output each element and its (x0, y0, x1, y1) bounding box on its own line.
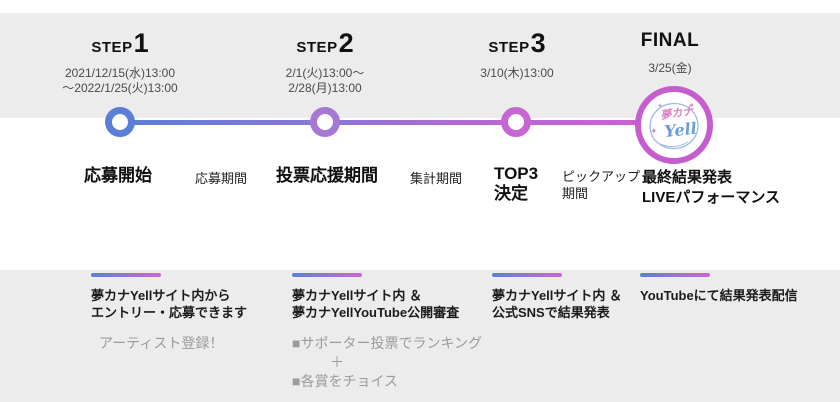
step1-title: STEP 1 (30, 30, 210, 57)
detail-column-step1: 夢カナYellサイト内から エントリー・応募できます アーティスト登録！ (91, 273, 247, 353)
logo-circle (649, 102, 699, 150)
step2-number: 2 (338, 28, 354, 58)
date-line: 2021/12/15(水)13:00 (64, 66, 176, 80)
phase-label-final-results: 最終結果発表 LIVEパフォーマンス (642, 169, 781, 206)
detail-note: アーティスト登録！ (99, 335, 224, 351)
step3-title: STEP 3 (427, 30, 607, 57)
detail-note: ■各賞をチョイス (292, 373, 399, 389)
timeline-node-final: 夢カナ Yell ✦ ✦ ✦ (635, 86, 713, 164)
final-label: FINAL (640, 30, 700, 51)
detail-accent-bar (91, 273, 161, 277)
logo-top-text: 夢カナ (660, 104, 695, 122)
step3-dates: 3/10(木)13:00 (427, 66, 607, 81)
step2-prefix: STEP (296, 39, 338, 56)
star-icon: ✦ (650, 126, 658, 136)
detail-text: YouTubeにて結果発表配信 (640, 288, 798, 303)
detail-text: 夢カナYellサイト内 ＆ 夢カナYellYouTube公開審査 (292, 288, 460, 320)
detail-notes: ■サポーター投票でランキング ＋ ■各賞をチョイス (292, 334, 482, 391)
date-line: 3/25(金) (648, 61, 692, 75)
detail-accent-bar (492, 273, 562, 277)
timeline-node-step1 (105, 107, 135, 137)
phase-label-entry-period: 応募期間 (195, 171, 248, 186)
bottom-band (0, 270, 840, 402)
step-column-1: STEP 1 2021/12/15(水)13:00 ～2022/1/25(火)1… (30, 30, 210, 96)
detail-note: ■サポーター投票でランキング (292, 335, 483, 351)
detail-column-final: YouTubeにて結果発表配信 (640, 273, 798, 304)
step1-prefix: STEP (91, 39, 133, 56)
detail-column-step3: 夢カナYellサイト内 ＆ 公式SNSで結果発表 (492, 273, 622, 321)
phase-label-tally-period: 集計期間 (410, 171, 463, 186)
timeline-node-step3 (501, 107, 531, 137)
detail-text: 夢カナYellサイト内から エントリー・応募できます (91, 288, 248, 320)
yell-logo: 夢カナ Yell ✦ ✦ ✦ (649, 101, 699, 150)
step2-dates: 2/1(火)13:00～ 2/28(月)13:00 (235, 66, 415, 96)
final-dates: 3/25(金) (580, 61, 760, 76)
phase-label-voting-period: 投票応援期間 (276, 166, 378, 185)
phase-label-pickup-period: ピックアップ 期間 (562, 169, 641, 201)
step1-dates: 2021/12/15(水)13:00 ～2022/1/25(火)13:00 (30, 66, 210, 96)
detail-accent-bar (292, 273, 362, 277)
detail-accent-bar (640, 273, 710, 277)
star-icon: ✦ (657, 102, 663, 110)
step-column-final: FINAL 3/25(金) (580, 30, 760, 76)
timeline-node-step2 (310, 107, 340, 137)
detail-notes: アーティスト登録！ (91, 334, 247, 353)
date-line: 2/1(火)13:00～ (285, 66, 365, 80)
step1-number: 1 (133, 28, 149, 58)
date-line: ～2022/1/25(火)13:00 (62, 81, 178, 95)
star-icon: ✦ (688, 101, 695, 110)
detail-text: 夢カナYellサイト内 ＆ 公式SNSで結果発表 (492, 288, 623, 320)
step3-prefix: STEP (488, 39, 530, 56)
date-line: 3/10(木)13:00 (480, 66, 554, 80)
phase-label-entry-start: 応募開始 (84, 166, 152, 185)
step2-title: STEP 2 (235, 30, 415, 57)
logo-bottom-text: Yell (663, 119, 697, 141)
date-line: 2/28(月)13:00 (288, 81, 362, 95)
final-title: FINAL (580, 30, 760, 52)
timeline-line (120, 120, 637, 125)
logo-flourish (659, 141, 689, 148)
step-column-3: STEP 3 3/10(木)13:00 (427, 30, 607, 81)
detail-column-step2: 夢カナYellサイト内 ＆ 夢カナYellYouTube公開審査 ■サポーター投… (292, 273, 482, 391)
detail-note: ＋ (330, 354, 344, 370)
step3-number: 3 (530, 28, 546, 58)
step-column-2: STEP 2 2/1(火)13:00～ 2/28(月)13:00 (235, 30, 415, 96)
phase-label-top3: TOP3 決定 (494, 164, 539, 203)
